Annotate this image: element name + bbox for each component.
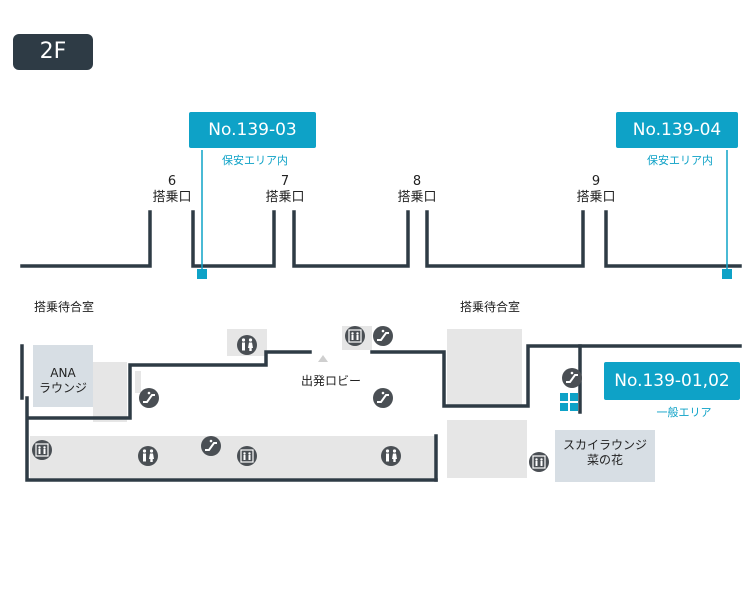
- gate-9-label: 搭乗口: [576, 190, 616, 205]
- callout-139-01-02-sub: 一般エリア: [656, 406, 712, 419]
- restroom-icon: [237, 335, 257, 355]
- gate-6: 6 搭乗口: [132, 174, 212, 206]
- gate-9: 9 搭乗口: [556, 174, 636, 206]
- sky-lounge-line2: 菜の花: [586, 453, 623, 467]
- gate-7: 7 搭乗口: [245, 174, 325, 206]
- callout-139-03: No.139-03: [189, 112, 316, 148]
- callout-139-04: No.139-04: [616, 112, 738, 148]
- gate-9-number: 9: [591, 174, 601, 189]
- gate-7-number: 7: [280, 174, 290, 189]
- waiting-room-left-label: 搭乗待合室: [34, 300, 95, 314]
- walls: [20, 210, 742, 482]
- gate-6-label: 搭乗口: [152, 190, 192, 205]
- room-shading: [30, 326, 655, 482]
- gate-6-number: 6: [167, 174, 177, 189]
- escalator-icon: [372, 387, 394, 409]
- gate-7-label: 搭乗口: [265, 190, 305, 205]
- lobby-arrow: [318, 355, 328, 362]
- elevator-icon: [31, 439, 53, 461]
- sky-lounge-label: スカイラウンジ 菜の花: [555, 438, 655, 468]
- ana-lounge-line2: ラウンジ: [38, 381, 87, 395]
- escalator-icon: [138, 387, 160, 409]
- callout-markers: [197, 150, 732, 279]
- ana-lounge-label: ANA ラウンジ: [33, 366, 93, 396]
- escalator-icon: [200, 435, 222, 457]
- restroom-icon: [138, 446, 158, 466]
- gate-8-number: 8: [412, 174, 422, 189]
- callout-139-01-02: No.139-01,02: [604, 362, 740, 400]
- departure-lobby-label: 出発ロビー: [300, 374, 361, 388]
- waiting-room-right-label: 搭乗待合室: [460, 300, 521, 314]
- elevator-icon: [528, 451, 550, 473]
- callout-139-03-sub: 保安エリア内: [222, 154, 288, 167]
- gate-8: 8 搭乗口: [377, 174, 457, 206]
- floor-badge: 2F: [13, 34, 93, 70]
- callout-139-04-sub: 保安エリア内: [647, 154, 713, 167]
- sky-lounge-line1: スカイラウンジ: [562, 438, 647, 452]
- elevator-icon: [236, 445, 258, 467]
- escalator-icon: [372, 325, 394, 347]
- gate-8-label: 搭乗口: [397, 190, 437, 205]
- ana-lounge-line1: ANA: [50, 366, 76, 380]
- escalator-icon: [561, 367, 583, 389]
- elevator-icon: [344, 325, 366, 347]
- restroom-icon: [381, 446, 401, 466]
